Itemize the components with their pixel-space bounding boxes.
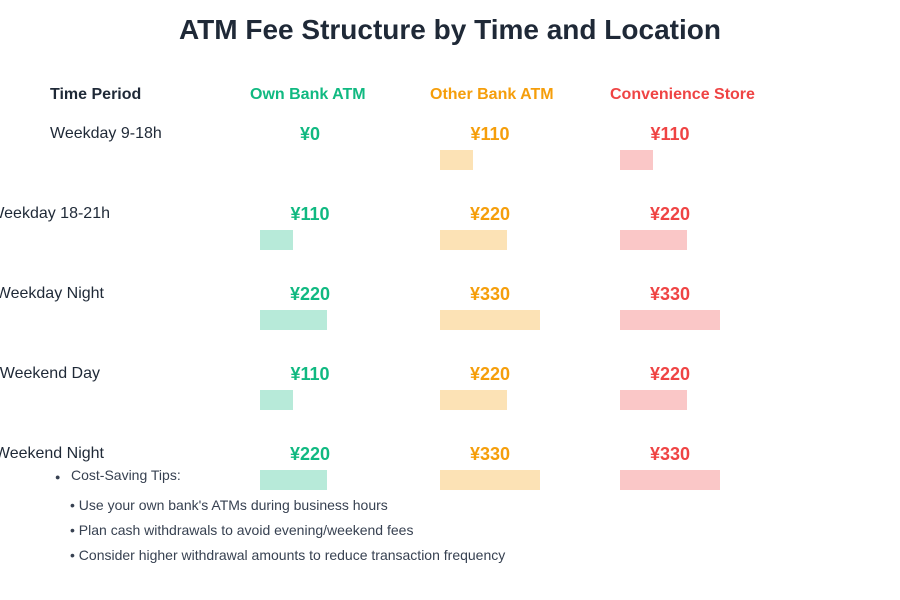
header-time-period: Time Period xyxy=(50,86,142,103)
fee-bar xyxy=(260,230,294,250)
chart-title: ATM Fee Structure by Time and Location xyxy=(179,14,721,45)
fee-value: ¥110 xyxy=(290,364,330,384)
header-other-bank: Other Bank ATM xyxy=(430,86,554,103)
row-label: Weekday Night xyxy=(0,285,104,302)
fee-value: ¥220 xyxy=(289,284,331,304)
fee-bar xyxy=(620,230,687,250)
fee-value: ¥220 xyxy=(469,204,511,224)
fee-value: ¥0 xyxy=(299,124,321,144)
fee-value: ¥330 xyxy=(649,444,691,464)
fee-bar xyxy=(440,390,507,410)
fee-bar xyxy=(620,470,720,490)
fee-value: ¥220 xyxy=(469,364,511,384)
row-label: Weekend Night xyxy=(0,445,104,462)
tip-item: • Use your own bank's ATMs during busine… xyxy=(70,497,388,513)
fee-value: ¥220 xyxy=(289,444,331,464)
fee-bar xyxy=(260,310,327,330)
fee-value: ¥330 xyxy=(469,444,511,464)
fee-bar xyxy=(440,470,540,490)
row-label: Weekend Day xyxy=(0,365,100,382)
fee-value: ¥220 xyxy=(649,204,691,224)
fee-value: ¥110 xyxy=(650,124,690,144)
fee-bar xyxy=(440,230,507,250)
bulb-icon: ● xyxy=(55,472,61,482)
fee-bar xyxy=(440,310,540,330)
tip-item: • Consider higher withdrawal amounts to … xyxy=(70,547,506,563)
fee-bar xyxy=(620,150,654,170)
header-convenience-store: Convenience Store xyxy=(610,86,755,103)
row-label: Weekday 18-21h xyxy=(0,205,110,222)
tips-heading: Cost-Saving Tips: xyxy=(71,467,181,483)
fee-value: ¥110 xyxy=(470,124,510,144)
fee-value: ¥330 xyxy=(649,284,691,304)
header-own-bank: Own Bank ATM xyxy=(250,86,366,103)
fee-bar xyxy=(440,150,474,170)
fee-value: ¥220 xyxy=(649,364,691,384)
fee-bar xyxy=(620,390,687,410)
fee-value: ¥110 xyxy=(290,204,330,224)
fee-bar xyxy=(260,390,294,410)
row-label: Weekday 9-18h xyxy=(50,125,162,142)
tip-item: • Plan cash withdrawals to avoid evening… xyxy=(70,522,414,538)
fee-value: ¥330 xyxy=(469,284,511,304)
fee-bar xyxy=(620,310,720,330)
fee-bar xyxy=(260,470,327,490)
